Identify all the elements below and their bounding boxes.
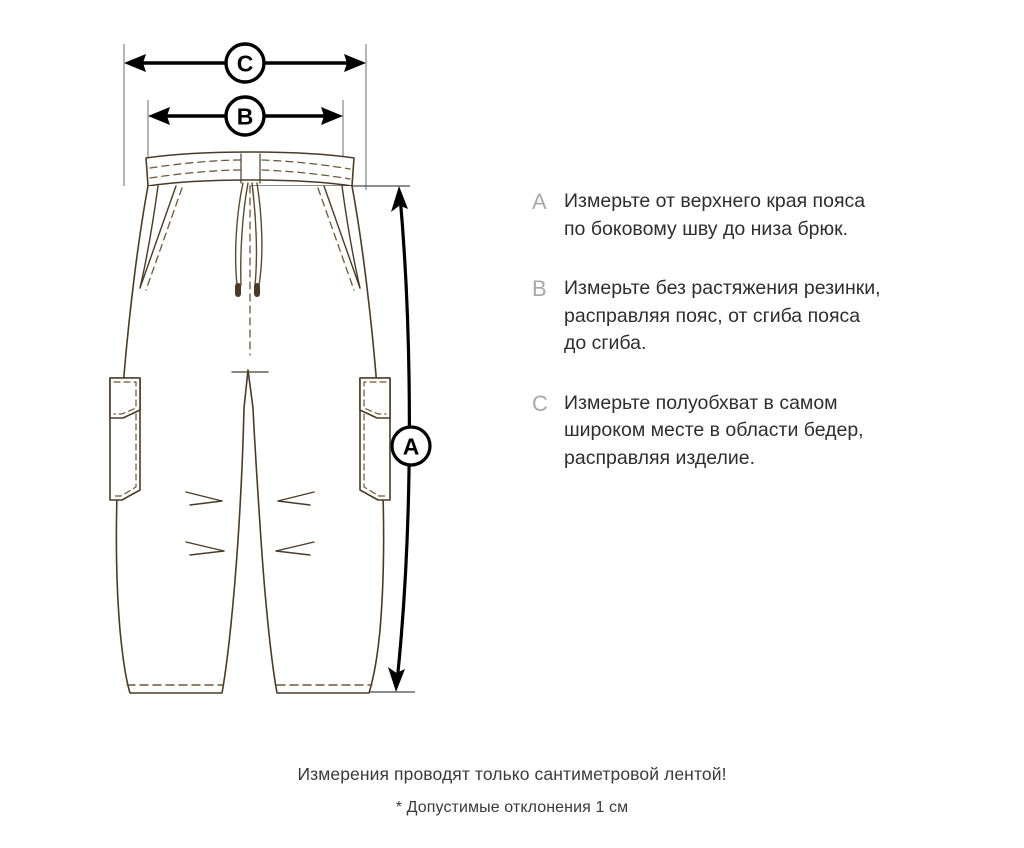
waistband [145,151,355,187]
arrowhead-right-c [344,54,366,72]
legend-item-a: A Измерьте от верхнего края пояса по бок… [532,188,972,243]
arrowhead-right-b [321,107,343,125]
cargo-pocket-left [109,377,141,501]
dimension-label-b: B [237,104,254,130]
dimension-label-a: A [403,434,420,460]
cargo-pocket-flap-right [359,377,391,419]
arrowhead-top-a [391,186,408,212]
front-pocket-opening-left [139,185,177,289]
dimension-badge-b [224,95,266,137]
legend-text-a: Измерьте от верхнего края пояса по боков… [564,190,866,240]
drawstring [234,182,263,286]
cargo-pocket-flap-left [109,377,141,419]
hip-seam-left [139,185,159,289]
dimension-arrow-a: A [388,186,432,692]
arrowhead-left-b [148,107,170,125]
extension-lines [123,44,367,190]
legend-item-c: C Измерьте полуобхват в самом широком ме… [532,390,972,473]
legend-letter-a: A [532,189,548,214]
legend-item-b: B Измерьте без растяжения резинки, распр… [532,275,972,358]
dimension-arrow-c: C [124,42,366,84]
front-pocket-opening-right [323,185,361,289]
knee-darts [185,491,315,556]
footer-tolerance-note: * Допустимые отклонения 1 см [395,799,629,816]
legend-letter-b: B [532,276,548,301]
arrowhead-bottom-a [388,667,405,692]
legend-text-c: Измерьте полуобхват в самом широком мест… [564,391,864,469]
drawstring-aglets [235,283,260,297]
dimension-arrow-b: B [148,95,343,137]
measurement-legend: A Измерьте от верхнего края пояса по бок… [532,188,972,504]
legend-letter-c: C [532,390,549,416]
waistband-stitching [149,159,351,180]
dimension-label-c: C [237,51,254,77]
front-pocket-stitching-left [145,187,183,291]
dimension-badge-a [390,425,432,467]
cargo-pocket-right [359,377,391,501]
pants-measurement-diagram: C B A [109,42,432,694]
legend-text-b: Измерьте без растяжения резинки, расправ… [564,277,881,354]
footer-main-note: Измерения проводят только сантиметровой … [297,764,727,784]
footer-notes: Измерения проводят только сантиметровой … [0,762,1024,820]
front-pocket-stitching-right [317,187,355,291]
hip-seam-right [341,185,361,289]
dimension-badge-c [224,42,266,84]
pants-illustration [109,151,391,694]
pants-body-outline [115,185,385,694]
arrowhead-left-c [124,54,146,72]
